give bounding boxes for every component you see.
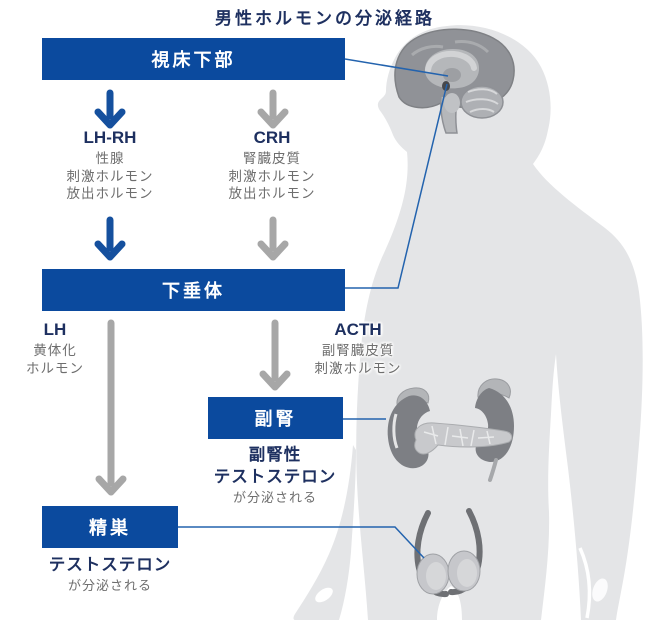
node-hypothalamus: 視床下部 <box>42 38 345 80</box>
brain-icon <box>394 28 515 134</box>
cerebellum-folds-2 <box>465 98 499 105</box>
arrow-down-gray-long-left <box>95 319 127 496</box>
node-testis-label: 精巣 <box>89 518 131 538</box>
connector-pituitary-to-brain <box>345 83 448 289</box>
hormone-crh-abbr: CRH <box>253 128 291 147</box>
hormone-crh: CRH 腎臓皮質 刺激ホルモン 放出ホルモン <box>202 128 342 203</box>
pancreas-lobule-lines <box>423 425 495 447</box>
hormone-lhrh-line: 性腺 <box>95 151 125 166</box>
secretion-testis-plain: が分泌される <box>67 578 152 593</box>
node-adrenal-label: 副腎 <box>254 409 297 429</box>
left-testis-highlight <box>426 562 446 590</box>
hormone-lh: LH 黄体化 ホルモン <box>5 320 105 377</box>
hormone-lhrh-abbr: LH-RH <box>83 128 137 147</box>
hormone-lh-line: ホルモン <box>26 360 84 376</box>
left-kidney-highlight <box>392 413 399 449</box>
kidneys-adrenals-icon <box>387 378 514 482</box>
hormone-lhrh: LH-RH 性腺 刺激ホルモン 放出ホルモン <box>40 128 180 203</box>
node-pituitary: 下垂体 <box>42 269 345 311</box>
testes-icon <box>414 508 483 598</box>
secretion-adrenal-emphasis: テストステロン <box>213 468 337 486</box>
secretion-adrenal: 副腎性 テストステロン が分泌される <box>200 444 350 508</box>
diagram-title: 男性ホルモンの分泌経路 <box>215 9 435 28</box>
male-body-silhouette-icon <box>293 25 643 620</box>
right-testis-highlight <box>457 559 477 587</box>
arrow-down-blue-2 <box>94 216 126 261</box>
pancreas <box>414 422 513 455</box>
gyri-line-2 <box>454 40 490 54</box>
connector-lines <box>178 58 449 559</box>
hormone-lh-abbr: LH <box>43 320 67 339</box>
connector-testis-to-testes <box>178 526 425 559</box>
hormone-crh-line: 腎臓皮質 <box>243 151 301 166</box>
hormone-lh-line: 黄体化 <box>33 343 77 358</box>
hormone-acth-abbr: ACTH <box>334 320 382 339</box>
node-adrenal: 副腎 <box>208 397 343 439</box>
right-hand-crease <box>578 547 592 619</box>
body-outline <box>356 25 643 620</box>
corpus-callosum <box>425 50 477 73</box>
secretion-adrenal-emphasis: 副腎性 <box>248 446 302 464</box>
pons <box>444 93 460 113</box>
hormone-lhrh-line: 刺激ホルモン <box>66 168 154 184</box>
arrow-down-gray-2 <box>257 216 289 261</box>
hormone-crh-line: 放出ホルモン <box>228 186 316 201</box>
secretion-testis: テストステロン が分泌される <box>35 554 185 596</box>
secretion-testis-emphasis: テストステロン <box>48 556 172 574</box>
hormone-acth-line: 刺激ホルモン <box>314 360 402 376</box>
node-pituitary-label: 下垂体 <box>162 281 225 301</box>
arrow-down-blue-1 <box>94 89 126 129</box>
connector-hypothalamus-to-brain <box>344 58 449 77</box>
gyri-line-1 <box>411 44 444 57</box>
hormone-lhrh-line: 放出ホルモン <box>66 186 154 201</box>
arrow-down-gray-long-right <box>259 319 291 391</box>
left-thumb-crease <box>315 587 333 603</box>
cerebellum-folds-1 <box>467 88 498 95</box>
secretion-adrenal-plain: が分泌される <box>232 490 317 505</box>
node-testis: 精巣 <box>42 506 178 548</box>
node-hypothalamus-label: 視床下部 <box>151 50 236 70</box>
right-ureter <box>488 458 498 482</box>
cerebellum-folds-3 <box>469 108 495 113</box>
hormone-crh-line: 刺激ホルモン <box>228 168 316 184</box>
left-forearm <box>293 445 356 620</box>
hormone-acth: ACTH 副腎臓皮質 刺激ホルモン <box>300 320 416 377</box>
thalamus <box>443 68 461 82</box>
arrow-down-gray-1 <box>257 89 289 129</box>
right-thumb-crease <box>592 578 608 602</box>
hormone-acth-line: 副腎臓皮質 <box>321 343 395 358</box>
flow-arrows <box>94 89 291 496</box>
